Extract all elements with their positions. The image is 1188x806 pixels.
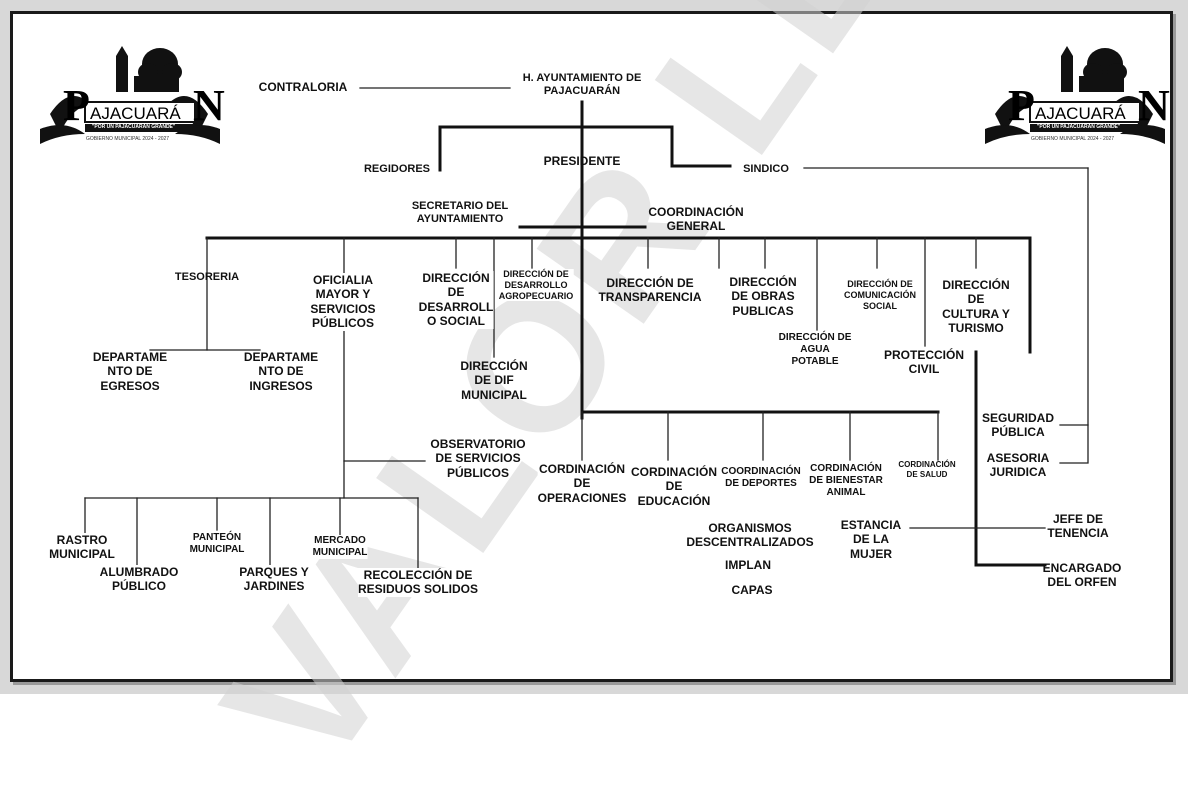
coat-of-arms-icon [985, 46, 1165, 144]
seguridad-column [974, 350, 1047, 567]
logo-government: GOBIERNO MUNICIPAL 2024 - 2027 [86, 136, 170, 142]
logo-letter-n: N [1138, 81, 1170, 130]
node-tesoreria: TESORERIA [174, 271, 240, 283]
node-dif-municipal: DIRECCIÓN DE DIF MUNICIPAL [460, 359, 528, 402]
municipal-logo-right: P AJACUARÁ N "POR UN PAJACUARÁN GRANDE" … [975, 34, 1175, 149]
node-obras-publicas: DIRECCIÓN DE OBRAS PUBLICAS [729, 275, 797, 318]
logo-slogan: "POR UN PAJACUARÁN GRANDE" [92, 124, 176, 130]
node-coord-operaciones: CORDINACIÓN DE OPERACIONES [537, 462, 627, 506]
node-egresos: DEPARTAME NTO DE EGRESOS [92, 350, 168, 393]
node-encargado-orden: ENCARGADO DEL ORFEN [1042, 561, 1122, 590]
node-agua-potable: DIRECCIÓN DE AGUA POTABLE [778, 332, 852, 367]
node-alumbrado-publico: ALUMBRADO PÚBLICO [99, 565, 179, 594]
logo-letter-p: P [63, 81, 90, 130]
coat-of-arms-icon [40, 46, 220, 144]
logo-letter-n: N [193, 81, 225, 130]
node-capas: CAPAS [731, 583, 773, 597]
logo-wordmark: AJACUARÁ [1035, 104, 1126, 123]
node-proteccion-civil: PROTECCIÓN CIVIL [883, 348, 965, 377]
node-implan: IMPLAN [725, 558, 771, 572]
node-estancia-mujer: ESTANCIA DE LA MUJER [840, 518, 902, 561]
node-coord-deportes: COORDINACIÓN DE DEPORTES [721, 466, 801, 489]
node-coord-educacion: CORDINACIÓN DE EDUCACIÓN [631, 465, 717, 509]
node-regidores: REGIDORES [363, 163, 431, 175]
node-transparencia: DIRECCIÓN DE TRANSPARENCIA [598, 276, 702, 305]
regidores-sindico-bracket [438, 125, 732, 172]
node-asesoria-juridica: ASESORIA JURIDICA [986, 451, 1050, 480]
node-contraloria: CONTRALORIA [258, 80, 348, 94]
node-coord-salud: CORDINACIÓN DE SALUD [898, 460, 956, 479]
node-observatorio: OBSERVATORIO DE SERVICIOS PÚBLICOS [430, 437, 526, 480]
node-desarrollo-social: DIRECCIÓN DE DESARROLL O SOCIAL [418, 271, 494, 329]
logo-wordmark: AJACUARÁ [90, 104, 181, 123]
node-coord-bienestar-animal: CORDINACIÓN DE BIENESTAR ANIMAL [809, 463, 883, 498]
node-mercado-municipal: MERCADO MUNICIPAL [312, 535, 368, 559]
node-ingresos: DEPARTAME NTO DE INGRESOS [243, 350, 319, 393]
node-jefe-tenencia: JEFE DE TENENCIA [1047, 512, 1109, 541]
node-panteon-municipal: PANTEÓN MUNICIPAL [189, 532, 245, 556]
node-rastro-municipal: RASTRO MUNICIPAL [49, 533, 115, 562]
node-comunicacion-social: DIRECCIÓN DE COMUNICACIÓN SOCIAL [844, 279, 916, 311]
org-chart-frame [10, 11, 1173, 682]
logo-letter-p: P [1008, 81, 1035, 130]
node-presidente: PRESIDENTE [543, 154, 621, 168]
node-ayuntamiento: H. AYUNTAMIENTO DE PAJACUARÁN [522, 72, 642, 98]
node-seguridad-publica: SEGURIDAD PÚBLICA [981, 411, 1055, 440]
node-cultura-turismo: DIRECCIÓN DE CULTURA Y TURISMO [942, 278, 1010, 336]
node-coordinacion-general: COORDINACIÓN GENERAL [648, 205, 744, 234]
node-recoleccion-residuos: RECOLECCIÓN DE RESIDUOS SOLIDOS [357, 568, 479, 597]
logo-government: GOBIERNO MUNICIPAL 2024 - 2027 [1031, 136, 1115, 142]
node-parques-jardines: PARQUES Y JARDINES [239, 565, 309, 594]
node-sindico: SINDICO [743, 163, 789, 175]
node-organismos-descentralizados: ORGANISMOS DESCENTRALIZADOS [686, 521, 814, 550]
municipal-logo-left: P AJACUARÁ N "POR UN PAJACUARÁN GRANDE" … [30, 34, 230, 149]
node-desarrollo-agropecuario: DIRECCIÓN DE DESARROLLO AGROPECUARIO [498, 269, 574, 302]
logo-slogan: "POR UN PAJACUARÁN GRANDE" [1037, 124, 1121, 130]
node-secretario: SECRETARIO DEL AYUNTAMIENTO [411, 200, 509, 226]
sindico-asesoria-link [1059, 167, 1089, 464]
node-oficialia: OFICIALIA MAYOR Y SERVICIOS PÚBLICOS [310, 273, 376, 331]
